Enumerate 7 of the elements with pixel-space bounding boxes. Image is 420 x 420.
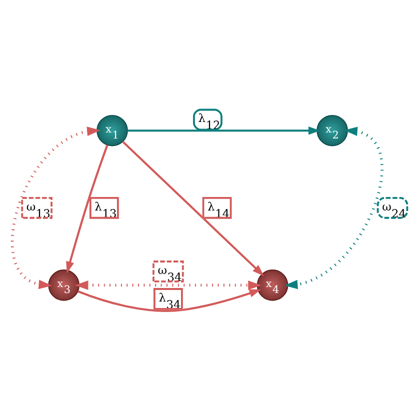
arrow [10, 126, 100, 290]
arrow [74, 280, 262, 290]
arrow [284, 126, 384, 290]
arrow [128, 126, 320, 135]
arrow [66, 144, 108, 274]
arrow [122, 140, 264, 276]
arrow [78, 289, 262, 312]
